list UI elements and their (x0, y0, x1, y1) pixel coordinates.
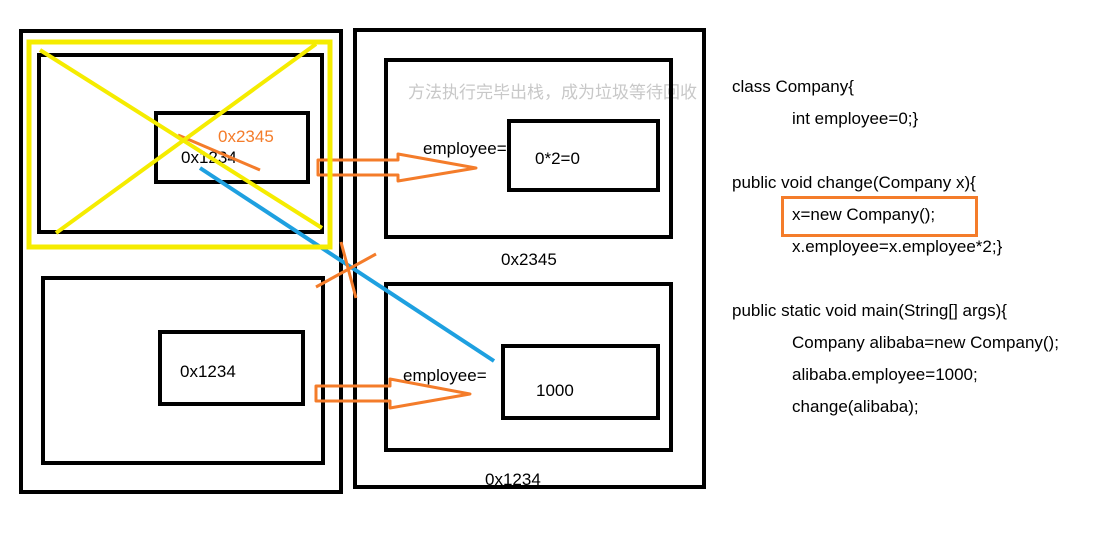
obj-orig-value-box (501, 344, 660, 420)
obj-orig-address: 0x1234 (485, 470, 541, 489)
code-line-7: Company alibaba=new Company(); (792, 333, 1059, 352)
code-line-4: x=new Company(); (792, 205, 936, 224)
heap-note: 方法执行完毕出栈，成为垃圾等待回收 (408, 83, 697, 102)
code-line-2: int employee=0;} (792, 109, 919, 128)
stack-frame-main (41, 276, 325, 465)
code-line-6: public static void main(String[] args){ (732, 301, 1007, 320)
frame-change-reassigned-value: 0x2345 (218, 127, 274, 146)
code-highlight-box (781, 196, 978, 237)
code-line-9: change(alibaba); (792, 397, 919, 416)
strike-line (177, 133, 261, 172)
obj-new-field-label: employee= (423, 139, 507, 158)
stack-region (19, 29, 343, 494)
heap-region (353, 28, 706, 489)
heap-object-new (384, 58, 673, 239)
obj-new-value-box (507, 119, 660, 192)
code-line-8: alibaba.employee=1000; (792, 365, 978, 384)
pointer-arrow-orig (314, 377, 472, 410)
code-line-5: x.employee=x.employee*2;} (792, 237, 1003, 256)
frame-main-value: 0x1234 (180, 362, 236, 381)
frame-change-var-box (154, 111, 310, 184)
cut-mark-b (315, 252, 377, 289)
obj-orig-field-label: employee= (403, 366, 487, 385)
popped-frame-cross-a (38, 48, 324, 230)
obj-new-address: 0x2345 (501, 250, 557, 269)
code-line-1: class Company{ (732, 77, 854, 96)
obj-orig-value: 1000 (536, 381, 574, 400)
obj-new-value: 0*2=0 (535, 149, 580, 168)
popped-frame-cross-b (54, 42, 318, 235)
popped-frame-highlight (26, 39, 333, 250)
heap-object-orig (384, 282, 673, 452)
code-line-3: public void change(Company x){ (732, 173, 976, 192)
stack-frame-change (37, 53, 324, 234)
frame-main-var-box (158, 330, 305, 406)
